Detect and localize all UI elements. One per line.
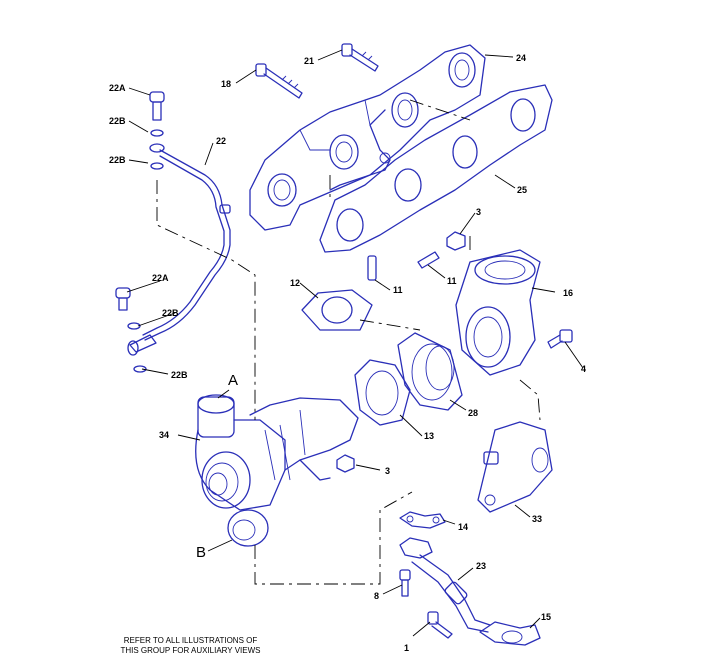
- callout-13: 13: [424, 431, 434, 441]
- callout-33: 33: [532, 514, 542, 524]
- banjo-bolt-22a-low: [115, 287, 147, 373]
- callout-3-top: 3: [476, 207, 481, 217]
- callout-22b-top-1: 22B: [109, 116, 126, 126]
- callout-4: 4: [581, 364, 586, 374]
- callout-22a-top: 22A: [109, 83, 126, 93]
- callout-15: 15: [541, 612, 551, 622]
- banjo-bolt-22a-top: [149, 91, 165, 170]
- callout-16: 16: [563, 288, 573, 298]
- callout-14: 14: [458, 522, 468, 532]
- elbow-16: [455, 249, 541, 376]
- manifold-gasket: [319, 84, 553, 253]
- gasket-13: [354, 359, 411, 426]
- callout-22: 22: [216, 136, 226, 146]
- callout-22b-low-2: 22B: [171, 370, 188, 380]
- bracket-33: [477, 421, 553, 513]
- callouts: 22A 22B 22B 22 18 21 24 25 3 11 11 12 22…: [109, 53, 586, 653]
- leader-lines: [126, 49, 584, 637]
- callout-18: 18: [221, 79, 231, 89]
- callout-21: 21: [304, 56, 314, 66]
- manifold-bolt-18: [255, 63, 303, 99]
- view-label-b: B: [196, 544, 206, 561]
- callout-22b-top-2: 22B: [109, 155, 126, 165]
- gasket-15: [479, 621, 541, 646]
- callout-34: 34: [159, 430, 169, 440]
- callout-1: 1: [404, 643, 409, 653]
- callout-11-a: 11: [393, 285, 403, 295]
- callout-12: 12: [290, 278, 300, 288]
- view-label-a: A: [228, 372, 238, 389]
- callout-23: 23: [476, 561, 486, 571]
- callout-24: 24: [516, 53, 526, 63]
- stud-11-b: [417, 251, 440, 269]
- turbocharger: [195, 394, 359, 547]
- callout-11-b: 11: [447, 276, 457, 286]
- callout-3-low: 3: [385, 466, 390, 476]
- bolt-1: [427, 611, 453, 639]
- note-line-1: REFER TO ALL ILLUSTRATIONS OF: [123, 636, 258, 645]
- callout-8: 8: [374, 591, 379, 601]
- bolt-4: [547, 329, 573, 349]
- callout-22a-low: 22A: [152, 273, 169, 283]
- callout-28: 28: [468, 408, 478, 418]
- manifold-bolt-21: [341, 43, 379, 72]
- callout-22b-low-1: 22B: [162, 308, 179, 318]
- bolt-8: [399, 569, 411, 597]
- note-line-2: THIS GROUP FOR AUXILIARY VIEWS: [120, 646, 261, 655]
- callout-25: 25: [517, 185, 527, 195]
- alignment-lines: [156, 99, 541, 585]
- stud-11-a: [367, 255, 377, 281]
- oil-feed-tube: [127, 149, 231, 356]
- nut-3-low: [336, 454, 355, 473]
- drain-tube-23: [399, 537, 491, 633]
- gasket-12: [301, 289, 373, 331]
- nut-3-top: [446, 231, 466, 251]
- auxiliary-views-note: REFER TO ALL ILLUSTRATIONS OF THIS GROUP…: [103, 636, 278, 656]
- exhaust-manifold: [249, 44, 486, 231]
- gasket-14: [399, 511, 446, 529]
- adapter-28: [397, 332, 463, 411]
